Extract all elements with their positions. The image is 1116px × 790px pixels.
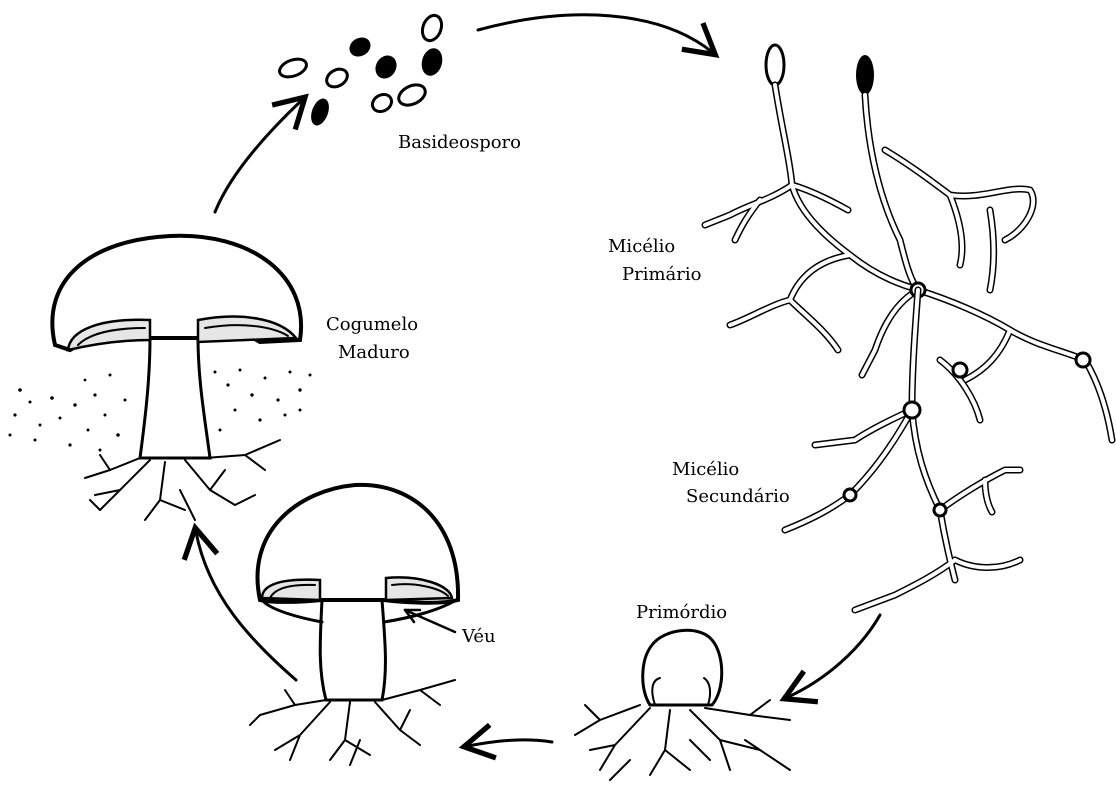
spore bbox=[419, 13, 445, 44]
label-cogumelo-maduro-line2: Maduro bbox=[338, 342, 410, 363]
spore bbox=[419, 46, 446, 78]
young-mushroom bbox=[250, 485, 458, 765]
arrow-spores-to-primary-mycelium bbox=[478, 15, 712, 52]
germinating-spore-black bbox=[856, 55, 874, 95]
cycle-arrows bbox=[196, 15, 880, 746]
arrow-primordium-to-young-mushroom bbox=[468, 740, 552, 746]
germinating-spore-white bbox=[766, 45, 784, 85]
label-basideosporo: Basideosporo bbox=[398, 132, 521, 153]
spore bbox=[323, 66, 350, 91]
spore bbox=[346, 34, 374, 61]
mature-mushroom bbox=[9, 236, 312, 520]
secondary-mycelium bbox=[785, 290, 1020, 610]
spore bbox=[396, 81, 429, 109]
label-micelio-primario-line1: Micélio bbox=[608, 236, 675, 257]
label-micelio-secundario-line1: Micélio bbox=[672, 459, 739, 480]
spore bbox=[369, 91, 394, 115]
label-micelio-primario-line2: Primário bbox=[622, 264, 701, 285]
label-micelio-secundario-line2: Secundário bbox=[686, 486, 790, 507]
primary-mycelium bbox=[705, 45, 1112, 440]
primordium bbox=[575, 630, 790, 780]
spore bbox=[371, 52, 400, 83]
arrow-secondary-mycelium-to-primordium bbox=[788, 615, 880, 697]
spore bbox=[277, 56, 309, 81]
arrow-mature-mushroom-to-spores bbox=[215, 100, 302, 212]
label-primordio: Primórdio bbox=[636, 602, 727, 623]
spores bbox=[277, 13, 445, 128]
label-cogumelo-maduro-line1: Cogumelo bbox=[326, 314, 418, 335]
primordium-roots bbox=[575, 700, 790, 780]
spore bbox=[308, 96, 333, 128]
label-veu: Véu bbox=[461, 626, 496, 647]
